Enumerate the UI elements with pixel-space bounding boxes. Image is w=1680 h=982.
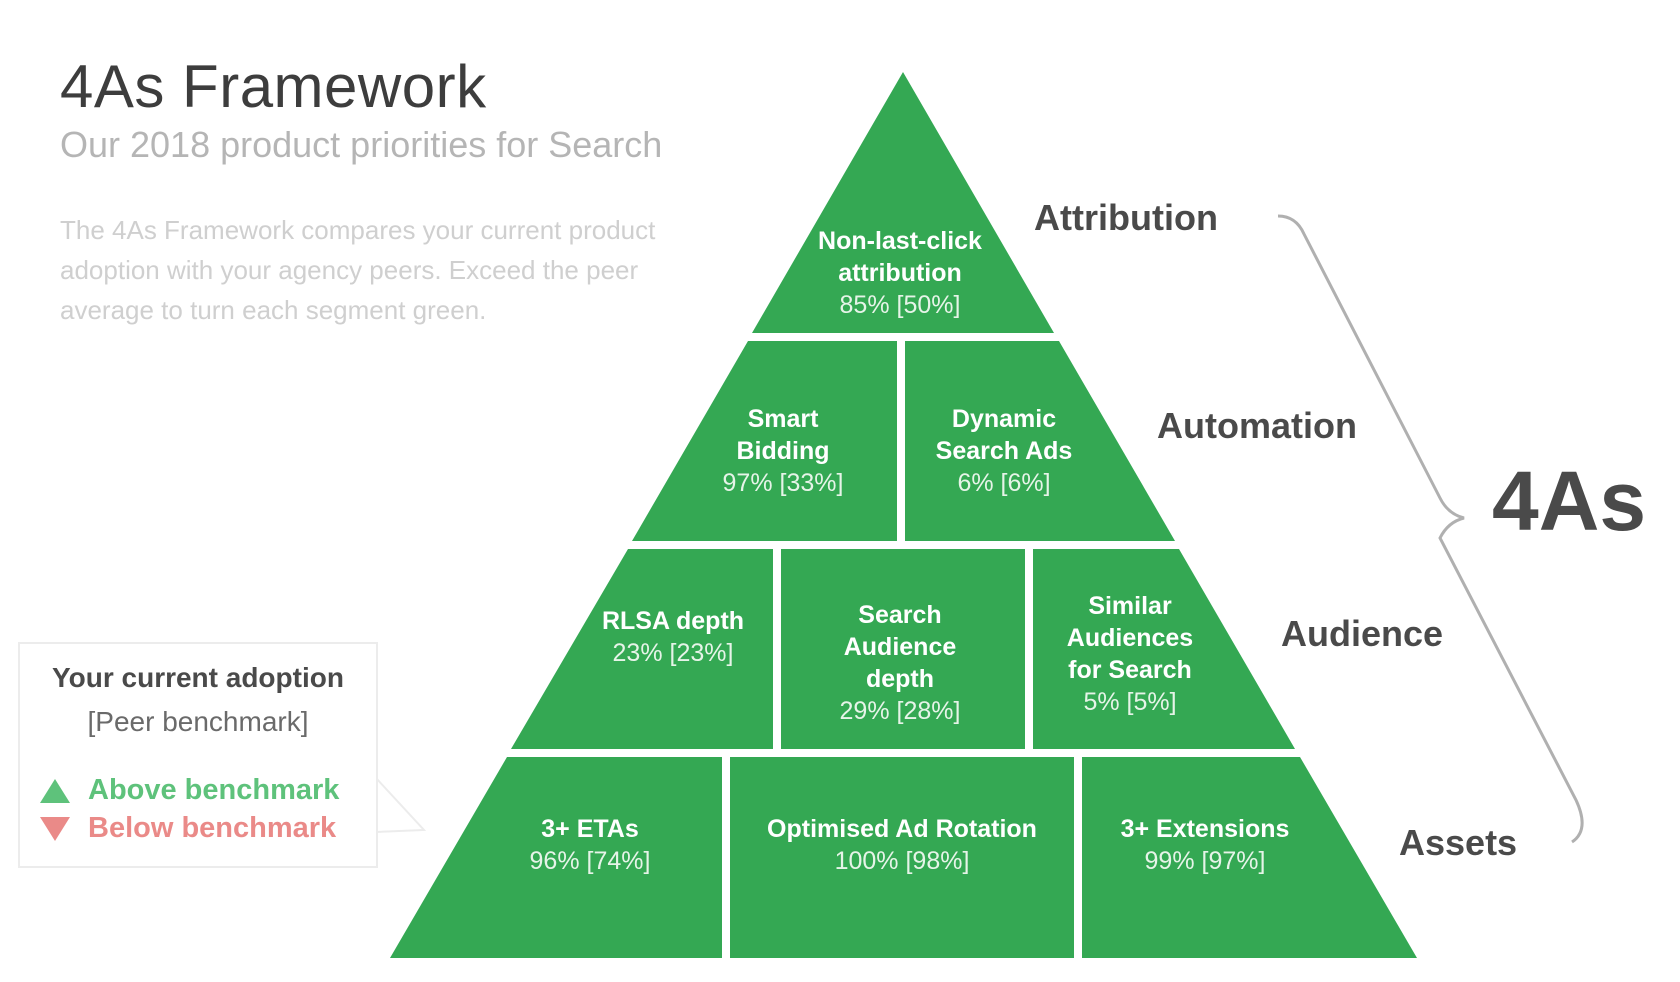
layer-label-audience: Audience (1281, 613, 1443, 654)
segment-3-etas (390, 757, 722, 958)
legend: Your current adoption [Peer benchmark] A… (18, 642, 378, 868)
segment-label: RLSA depth (602, 607, 744, 635)
segment-label: attribution (838, 259, 962, 287)
description-text: The 4As Framework compares your current … (60, 215, 656, 325)
segment-value: 6% [6%] (957, 469, 1050, 497)
segment-optimised-ad-rotation (730, 757, 1074, 958)
page-subtitle: Our 2018 product priorities for Search (60, 124, 663, 165)
legend-below-label: Below benchmark (88, 812, 337, 844)
segment-label: Search (858, 601, 941, 629)
segment-label: Bidding (736, 437, 829, 465)
page-title: 4As Framework (60, 53, 487, 120)
triangle-down-icon (40, 816, 70, 841)
segment-label: Audiences (1067, 624, 1193, 652)
legend-subtitle: [Peer benchmark] (87, 706, 309, 737)
segment-label: Smart (748, 405, 820, 433)
segment-value: 85% [50%] (840, 291, 961, 319)
segment-label: Audience (844, 633, 957, 661)
triangle-up-icon (40, 778, 70, 803)
segment-label: Optimised Ad Rotation (767, 815, 1037, 843)
segment-value: 99% [97%] (1145, 847, 1266, 875)
legend-above-label: Above benchmark (88, 774, 340, 806)
segment-dynamic-search-ads (905, 341, 1175, 541)
segment-label: Non-last-click (818, 227, 982, 255)
segment-non-last-click-attribution (752, 72, 1054, 333)
segment-label: 3+ ETAs (541, 815, 639, 843)
segment-search-audience-depth (781, 549, 1025, 749)
segment-rlsa-depth (511, 549, 773, 749)
segment-smart-bidding (632, 341, 897, 541)
segment-label: Similar (1088, 592, 1172, 620)
legend-below-row: Below benchmark (40, 812, 336, 845)
segment-value: 29% [28%] (840, 697, 961, 725)
group-label-4as: 4As (1492, 454, 1646, 548)
segment-label: Dynamic (952, 405, 1056, 433)
segment-value: 5% [5%] (1083, 688, 1176, 716)
segment-similar-audiences (1033, 549, 1295, 749)
segment-label: for Search (1068, 656, 1192, 684)
segment-value: 97% [33%] (723, 469, 844, 497)
legend-title: Your current adoption (52, 662, 344, 693)
segment-label: 3+ Extensions (1121, 815, 1290, 843)
segment-value: 100% [98%] (835, 847, 970, 875)
segment-3-extensions (1082, 757, 1417, 958)
segment-value: 23% [23%] (613, 639, 734, 667)
segment-value: 96% [74%] (530, 847, 651, 875)
layer-label-attribution: Attribution (1034, 197, 1218, 238)
curly-brace (1277, 214, 1584, 844)
layer-label-automation: Automation (1157, 405, 1357, 446)
legend-above-row: Above benchmark (40, 774, 339, 807)
segment-label: Search Ads (936, 437, 1073, 465)
layer-label-assets: Assets (1399, 822, 1517, 863)
legend-pointer (375, 777, 427, 833)
segment-label: depth (866, 665, 934, 693)
